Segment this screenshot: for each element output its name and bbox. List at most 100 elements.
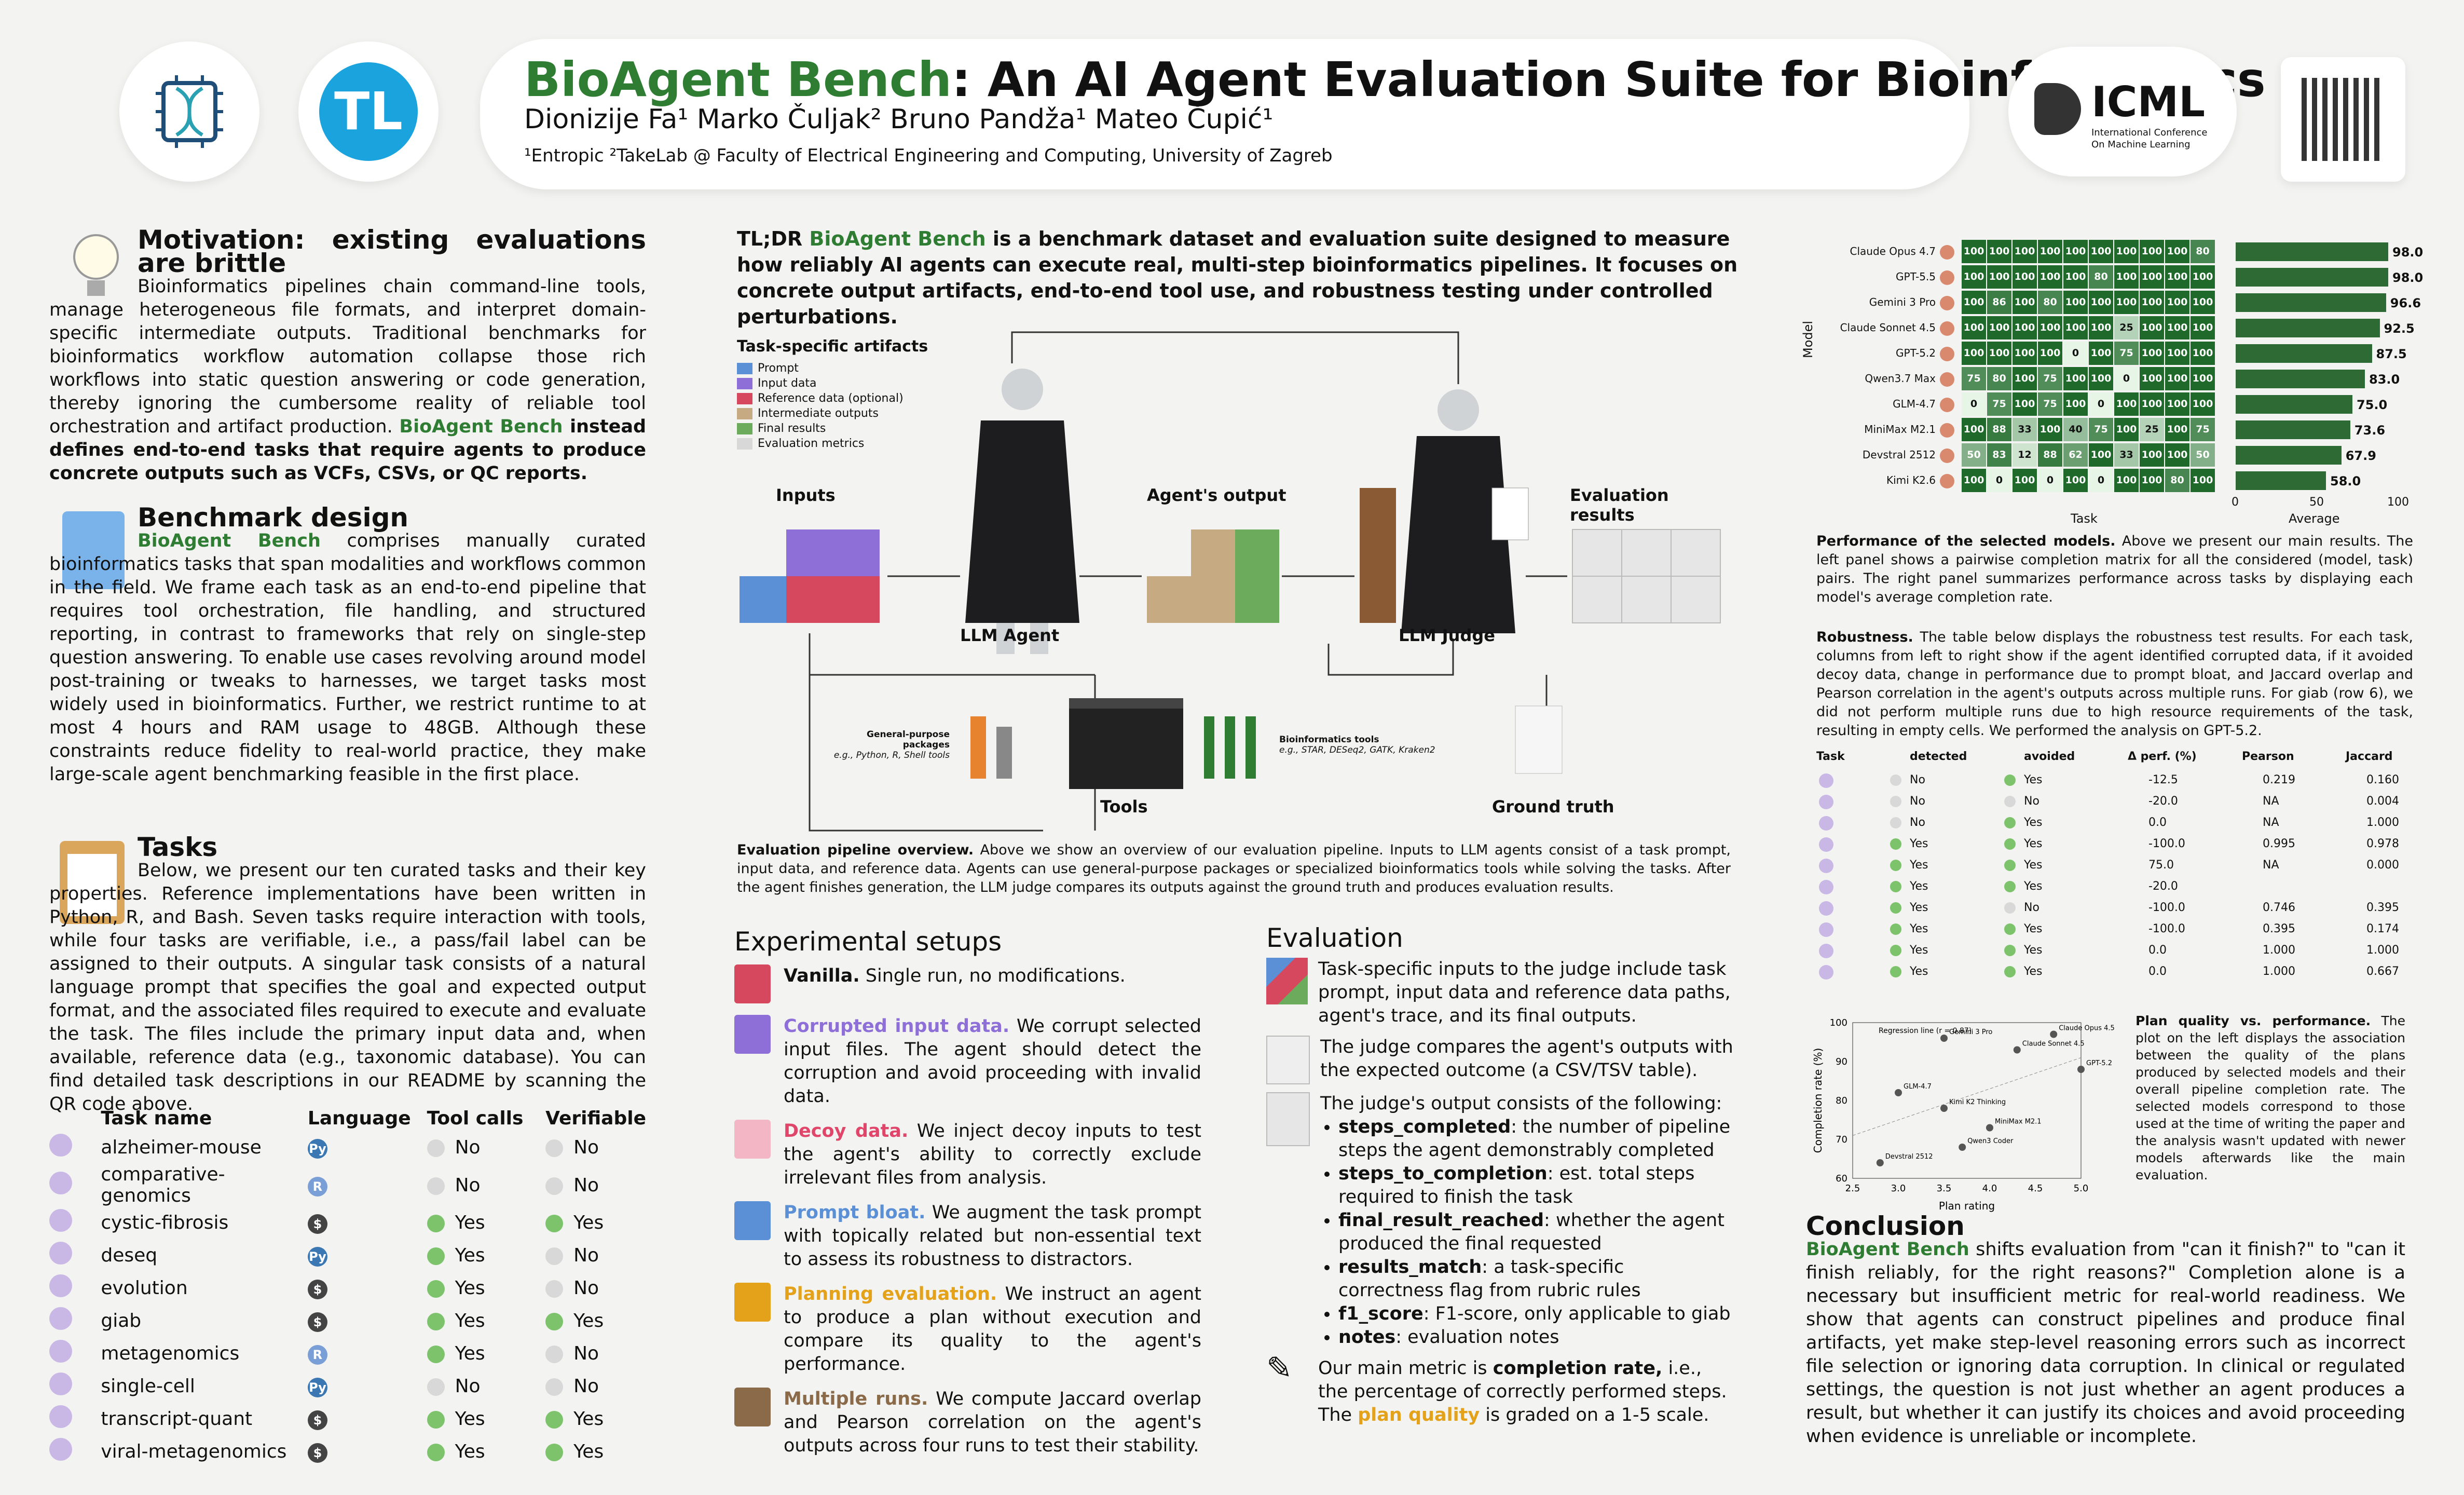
heatmap-cell: 33	[2013, 418, 2037, 441]
scatter-point	[1876, 1159, 1884, 1166]
heatmap-cell: 100	[1962, 316, 1986, 339]
avg-tick-label: 0	[2232, 496, 2239, 509]
robustness-cell: Yes	[2024, 965, 2043, 978]
task-icon	[49, 1171, 72, 1194]
heatmap-cell: 100	[2165, 291, 2189, 314]
heatmap-cell: 100	[2140, 443, 2164, 467]
design-section: Benchmark design BioAgent Bench comprise…	[49, 505, 646, 786]
agent-label: LLM Agent	[960, 626, 1060, 645]
task-name: single-cell	[101, 1376, 195, 1397]
heatmap-cell: 50	[2191, 443, 2215, 467]
avg-tick-label: 50	[2309, 496, 2324, 509]
language-icon: $	[307, 1312, 327, 1332]
heatmap-cell: 75	[2191, 418, 2215, 441]
evaluation-p3: The judge's output consists of the follo…	[1320, 1093, 1722, 1114]
task-icon	[49, 1209, 72, 1232]
conclusion-title: Conclusion	[1806, 1211, 1965, 1241]
heatmap-caption-text: Above we present our main results. The l…	[1816, 533, 2413, 605]
model-label: Gemini 3 Pro	[1869, 296, 1936, 308]
scatter-point	[1940, 1035, 1948, 1042]
task-tools: Yes	[455, 1245, 485, 1266]
chip-logo	[119, 42, 259, 182]
setups-title: Experimental setups	[734, 927, 1002, 957]
model-label: GPT-5.2	[1896, 347, 1936, 359]
task-verifiable: No	[573, 1245, 599, 1266]
evaluation-p4e: is graded on a 1-5 scale.	[1480, 1405, 1709, 1425]
heatmap-cell: 0	[1962, 392, 1986, 416]
task-name: metagenomics	[101, 1343, 240, 1364]
heatmap-cell: 100	[2063, 392, 2088, 416]
bio-tools-label: Bioinformatics tools e.g., STAR, DESeq2,…	[1279, 735, 1450, 755]
task-verifiable: Yes	[573, 1441, 604, 1462]
robustness-cell: No	[1910, 816, 1925, 829]
bullet-key: steps_completed	[1338, 1117, 1511, 1137]
scatter-point	[2050, 1030, 2058, 1038]
motivation-section: Motivation: existing evaluations are bri…	[49, 227, 646, 485]
robustness-cell: Yes	[1910, 965, 1928, 978]
point-label: Claude Opus 4.5	[2059, 1025, 2115, 1032]
heatmap-cell: 100	[2165, 240, 2189, 263]
avg-tick-label: 100	[2387, 496, 2409, 509]
setup-text: We corrupt selected input files. The age…	[784, 1016, 1201, 1107]
heatmap-cell: 100	[2013, 342, 2037, 365]
tasks-title: Tasks	[138, 832, 218, 862]
y-tick-label: 90	[1836, 1056, 1847, 1067]
legend-label: Final results	[758, 422, 826, 435]
y-tick-label: 100	[1830, 1017, 1847, 1028]
eval-results-label: Evaluation results	[1570, 485, 1669, 525]
evaluation-bullets: steps_completed: the number of pipeline …	[1320, 1116, 1733, 1349]
robustness-cell: Yes	[1910, 859, 1928, 872]
avg-bar	[2236, 370, 2365, 388]
avg-value: 98.0	[2392, 245, 2424, 260]
tldr-highlight: BioAgent Bench	[809, 227, 986, 250]
status-dot-icon	[1890, 966, 1901, 977]
setup-icon	[734, 1015, 771, 1054]
avg-bar	[2236, 319, 2380, 337]
avg-value: 96.6	[2390, 296, 2421, 310]
task-icon	[49, 1242, 72, 1265]
task-tools: Yes	[455, 1441, 485, 1462]
task-name: comparative-genomics	[101, 1164, 225, 1206]
status-dot-icon	[1890, 923, 1901, 935]
heatmap-cell: 100	[2191, 469, 2215, 492]
status-dot-icon	[2004, 923, 2016, 935]
bullet-value: : a task-specific correctness flag from …	[1338, 1257, 1641, 1301]
scatter-ylabel: Completion rate (%)	[1812, 1048, 1824, 1153]
setup-icon	[734, 964, 771, 1003]
heatmap-cell: 100	[2063, 469, 2088, 492]
heatmap-cell: 100	[1962, 265, 1986, 289]
heatmap-cell: 100	[2140, 291, 2164, 314]
icml-sub1: International Conference	[2091, 127, 2208, 138]
setup-icon	[734, 1201, 771, 1240]
tasks-text: Below, we present our ten curated tasks …	[49, 860, 646, 1115]
robustness-cell: 0.004	[2366, 795, 2399, 808]
heatmap-cell: 100	[1962, 240, 1986, 263]
evaluation-p4: Our main metric is completion rate, i.e.…	[1308, 1357, 1733, 1427]
icml-logo: ICML International Conference On Machine…	[2008, 47, 2237, 176]
heatmap-cell: 83	[1987, 443, 2011, 467]
legend-item: Intermediate outputs	[737, 406, 904, 421]
robustness-cell: -12.5	[2148, 773, 2178, 786]
tool-dot-icon	[427, 1177, 445, 1195]
robustness-cell: Yes	[1910, 901, 1928, 914]
verif-dot-icon	[545, 1411, 564, 1429]
qr-code[interactable]	[2281, 57, 2405, 182]
heatmap-cell: 100	[2165, 443, 2189, 467]
bullet-value: : F1-score, only applicable to giab	[1423, 1303, 1731, 1324]
status-dot-icon	[2004, 838, 2016, 850]
task-verifiable: No	[573, 1137, 599, 1158]
task-name: cystic-fibrosis	[101, 1212, 229, 1233]
task-name: viral-metagenomics	[101, 1441, 287, 1462]
evaluation-p4d: plan quality	[1358, 1405, 1480, 1425]
model-label: Devstral 2512	[1862, 448, 1936, 461]
tldr-text: is a benchmark dataset and evaluation su…	[737, 227, 1738, 328]
heatmap-cell: 33	[2114, 443, 2139, 467]
task-verifiable: No	[573, 1376, 599, 1397]
task-icon	[49, 1405, 72, 1428]
setup-item: Decoy data. We inject decoy inputs to te…	[734, 1120, 1201, 1190]
heatmap-cell: 100	[2165, 418, 2189, 441]
